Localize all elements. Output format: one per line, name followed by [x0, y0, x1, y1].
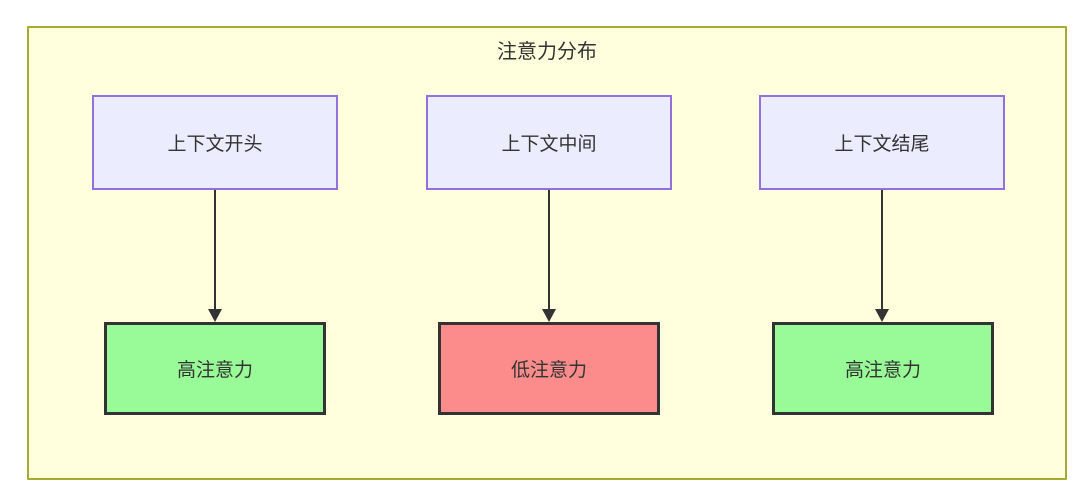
arrow-shaft [548, 190, 550, 310]
node-context-middle-label: 上下文中间 [501, 133, 597, 155]
arrowhead-down-icon [875, 309, 889, 322]
node-attention-high-right: 高注意力 [772, 322, 994, 415]
node-context-end: 上下文结尾 [759, 95, 1005, 190]
node-attention-low-middle: 低注意力 [438, 322, 660, 415]
node-attention-high-left: 高注意力 [104, 322, 326, 415]
node-context-end-label: 上下文结尾 [834, 133, 930, 155]
arrow-shaft [881, 190, 883, 310]
arrow-shaft [214, 190, 216, 310]
cluster-attention-distribution: 注意力分布 上下文开头 上下文中间 上下文结尾 高注意力 低注意力 [27, 26, 1067, 480]
arrowhead-down-icon [542, 309, 556, 322]
node-attention-low-middle-label: 低注意力 [510, 359, 587, 381]
node-attention-high-right-label: 高注意力 [844, 359, 921, 381]
cluster-title: 注意力分布 [497, 39, 597, 63]
node-context-start: 上下文开头 [92, 95, 338, 190]
arrow-context-start-to-high [207, 190, 223, 322]
arrow-context-middle-to-low [541, 190, 557, 322]
node-attention-high-left-label: 高注意力 [176, 359, 253, 381]
node-context-start-label: 上下文开头 [167, 133, 263, 155]
node-context-middle: 上下文中间 [426, 95, 672, 190]
arrow-context-end-to-high [874, 190, 890, 322]
arrowhead-down-icon [208, 309, 222, 322]
